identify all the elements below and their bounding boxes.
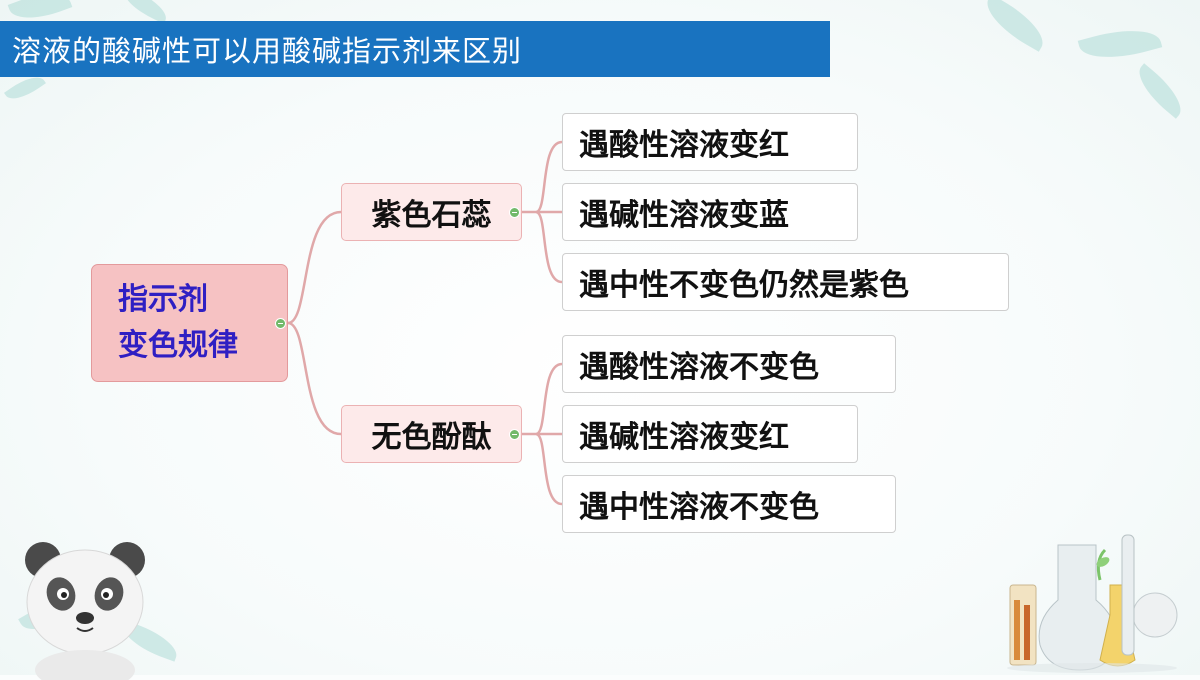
connector-branch-1-to-child-3 (535, 210, 563, 284)
leaf-label: 遇碱性溶液变蓝 (579, 198, 789, 233)
connector-branch-2-to-child-3 (535, 432, 563, 506)
leaf-label: 遇中性溶液不变色 (579, 490, 819, 525)
connector-root-to-branch-1 (287, 210, 342, 325)
mindmap-branch-1[interactable]: 紫色石蕊 (341, 183, 522, 241)
root-line-1: 指示剂 (118, 282, 208, 317)
mindmap-leaf[interactable]: 遇碱性溶液变红 (562, 405, 858, 463)
mindmap-root[interactable]: 指示剂 变色规律 (91, 264, 288, 382)
panda-illustration (25, 542, 145, 680)
mindmap-leaf[interactable]: 遇酸性溶液不变色 (562, 335, 896, 393)
collapse-icon[interactable] (509, 429, 520, 440)
mindmap-leaf[interactable]: 遇中性溶液不变色 (562, 475, 896, 533)
root-line-2: 变色规律 (118, 328, 238, 363)
mindmap-leaf[interactable]: 遇酸性溶液变红 (562, 113, 858, 171)
connector-root-to-branch-2 (287, 321, 342, 436)
slide-title: 溶液的酸碱性可以用酸碱指示剂来区别 (0, 21, 830, 77)
leaf-label: 遇酸性溶液不变色 (579, 350, 819, 385)
branch-2-label: 无色酚酞 (371, 420, 492, 455)
leaf-label: 遇酸性溶液变红 (579, 128, 789, 163)
slide-title-text: 溶液的酸碱性可以用酸碱指示剂来区别 (12, 34, 523, 68)
mindmap-branch-2[interactable]: 无色酚酞 (341, 405, 522, 463)
mindmap-leaf[interactable]: 遇中性不变色仍然是紫色 (562, 253, 1009, 311)
lab-glassware-illustration (1007, 534, 1178, 673)
mindmap-root-text: 指示剂 变色规律 (118, 277, 238, 369)
mindmap-leaf[interactable]: 遇碱性溶液变蓝 (562, 183, 858, 241)
branch-1-label: 紫色石蕊 (371, 198, 492, 233)
leaf-label: 遇中性不变色仍然是紫色 (579, 268, 909, 303)
collapse-icon[interactable] (509, 207, 520, 218)
connector-branch-2-to-child-1 (522, 362, 563, 436)
collapse-icon[interactable] (275, 318, 286, 329)
leaf-label: 遇碱性溶液变红 (579, 420, 789, 455)
connector-branch-1-to-child-1 (522, 140, 563, 214)
